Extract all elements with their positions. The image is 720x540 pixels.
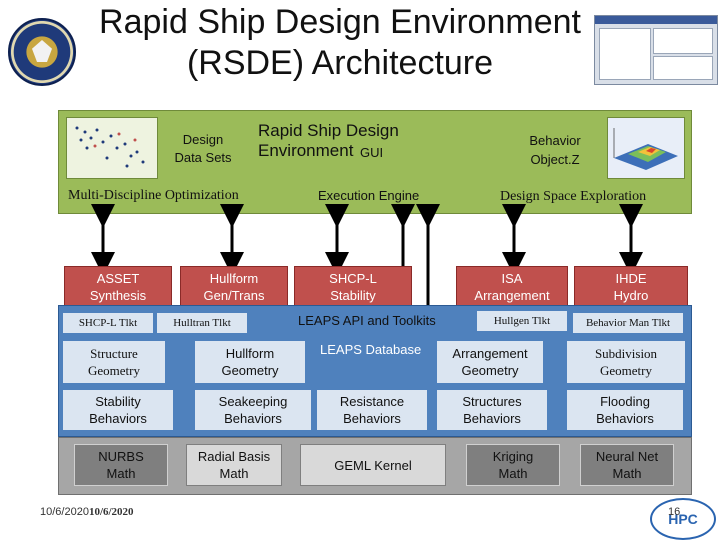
flooding-behaviors-line-1: Flooding	[600, 394, 650, 409]
kriging-math-line-1: Kriging	[492, 449, 534, 464]
neural-net-math-line-2: Math	[612, 466, 642, 481]
nurbs-math-line-1: NURBS	[98, 449, 144, 464]
page-title: Rapid Ship Design Environment (RSDE) Arc…	[60, 2, 620, 84]
design-data-sets-label: Design Data Sets	[172, 131, 234, 167]
tool-shcp-line-1: SHCP-L	[329, 271, 377, 286]
window-pane-right-top	[653, 28, 713, 54]
structures-behaviors-line-2: Behaviors	[463, 411, 521, 426]
hullgen-toolkit: Hullgen Tlkt	[476, 310, 568, 332]
flooding-behaviors-line-2: Behaviors	[596, 411, 654, 426]
radial-basis-math-line-2: Math	[219, 466, 249, 481]
nurbs-math: NURBS Math	[74, 444, 168, 486]
tool-shcp-line-2: Stability	[330, 288, 376, 303]
tool-hullform-line-2: Gen/Trans	[203, 288, 265, 303]
dod-seal-logo	[8, 18, 76, 86]
surface-plot-graphic	[613, 128, 678, 170]
leaps-database-label: LEAPS Database	[320, 342, 422, 357]
tool-isa-arrangement: ISA Arrangement	[456, 266, 568, 308]
surface-plot-thumbnail	[607, 117, 685, 179]
neural-net-math-line-1: Neural Net	[595, 449, 659, 464]
behavior-line-2: Object.Z	[530, 152, 580, 167]
hullform-geometry-line-2: Geometry	[221, 363, 279, 378]
footer-date-1: 10/6/2020	[40, 506, 89, 518]
scatter-plot-thumbnail	[66, 117, 158, 179]
arrangement-geometry-line-1: Arrangement	[452, 346, 528, 361]
structures-behaviors-line-1: Structures	[462, 394, 522, 409]
execution-engine-label: Execution Engine	[318, 188, 420, 203]
design-data-sets-line-1: Design	[182, 132, 224, 147]
resistance-behaviors-line-1: Resistance	[339, 394, 405, 409]
geml-kernel: GEML Kernel	[300, 444, 446, 486]
tool-shcp-stability: SHCP-L Stability	[294, 266, 412, 308]
resistance-behaviors-line-2: Behaviors	[343, 411, 401, 426]
tool-asset-synthesis: ASSET Synthesis	[64, 266, 172, 308]
behavior-line-1: Behavior	[529, 133, 581, 148]
gui-layer	[58, 110, 692, 214]
seakeeping-behaviors-line-2: Behaviors	[224, 411, 282, 426]
structure-geometry-line-1: Structure	[90, 346, 138, 361]
gui-label: GUI	[360, 145, 384, 160]
window-pane-right-bottom	[653, 56, 713, 80]
tool-asset-line-2: Synthesis	[89, 288, 147, 303]
behavior-man-toolkit: Behavior Man Tlkt	[572, 312, 684, 334]
subdivision-geometry-line-2: Geometry	[600, 363, 652, 378]
scatter-plot-graphic	[75, 126, 145, 168]
software-screenshot-thumbnail	[594, 15, 718, 85]
leaps-api-label: LEAPS API and Toolkits	[298, 313, 436, 328]
footer-date-2: 10/6/2020	[88, 506, 134, 518]
tool-isa-line-1: ISA	[501, 271, 523, 286]
design-data-sets-line-2: Data Sets	[174, 150, 232, 165]
window-pane-left	[599, 28, 651, 80]
hpc-logo: HPC	[650, 498, 716, 540]
tool-ihde-hydro: IHDE Hydro	[574, 266, 688, 308]
structure-geometry-line-2: Geometry	[88, 363, 140, 378]
window-titlebar	[595, 16, 717, 24]
nurbs-math-line-2: Math	[106, 466, 136, 481]
stability-behaviors-line-2: Behaviors	[89, 411, 147, 426]
shcp-toolkit: SHCP-L Tlkt	[62, 312, 154, 334]
hullform-geometry-line-1: Hullform	[225, 346, 275, 361]
kriging-math-line-2: Math	[498, 466, 528, 481]
footer-date: 10/6/202010/6/2020	[40, 506, 134, 518]
eagle-icon	[32, 40, 52, 62]
tool-asset-line-1: ASSET	[96, 271, 140, 286]
hulltran-toolkit: Hulltran Tlkt	[156, 312, 248, 334]
seakeeping-behaviors-line-1: Seakeeping	[218, 394, 288, 409]
title-line-2: (RSDE) Architecture	[186, 44, 494, 82]
mdo-label: Multi-Discipline Optimization	[68, 188, 239, 203]
arrangement-geometry-line-2: Geometry	[461, 363, 519, 378]
behavior-objectz-label: Behavior Object.Z	[520, 131, 590, 169]
subdivision-geometry-line-1: Subdivision	[594, 346, 658, 361]
tool-hullform-line-1: Hullform	[209, 271, 259, 286]
title-line-1: Rapid Ship Design Environment	[99, 3, 581, 41]
stability-behaviors-line-1: Stability	[95, 394, 141, 409]
tool-isa-line-2: Arrangement	[474, 288, 550, 303]
radial-basis-math-line-1: Radial Basis	[197, 449, 271, 464]
dse-label: Design Space Exploration	[500, 189, 647, 204]
tool-ihde-line-2: Hydro	[613, 288, 649, 303]
rsde-heading: Rapid Ship Design Environment	[258, 121, 399, 160]
tool-ihde-line-1: IHDE	[615, 271, 647, 286]
page-number: 16	[668, 506, 681, 518]
